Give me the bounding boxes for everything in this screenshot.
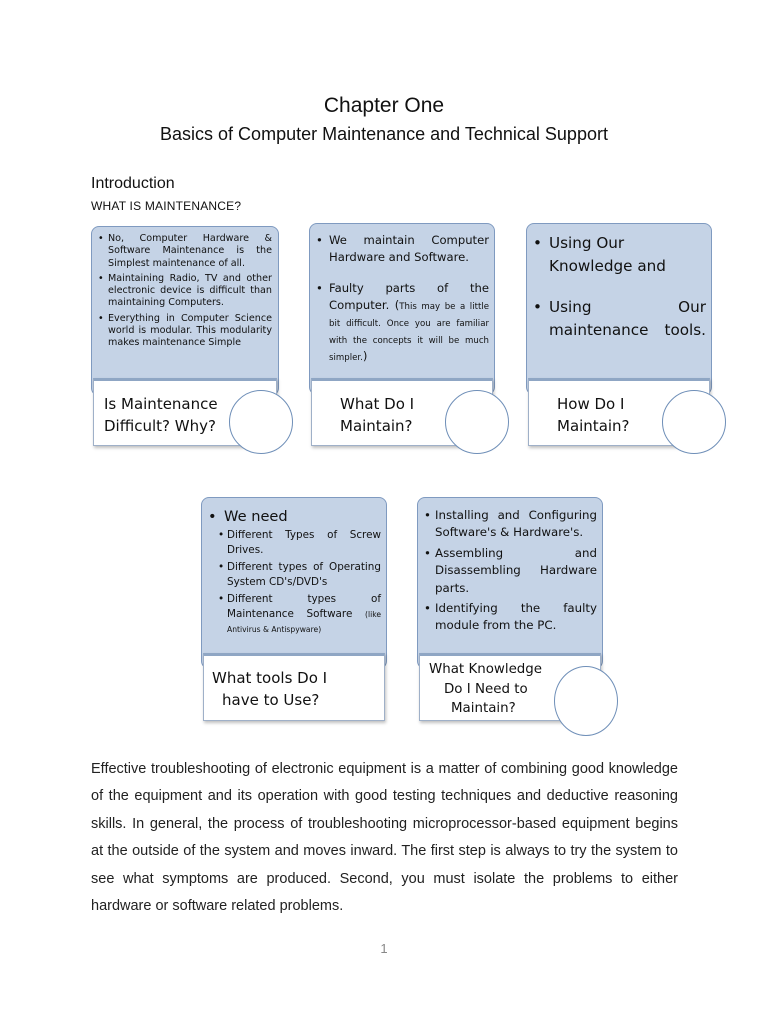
card4-sub3-text: Different types of Maintenance Software <box>227 593 381 620</box>
card2-bullet1-text: We maintain Computer Hardware and Softwa… <box>329 233 489 264</box>
card-what-to-maintain: We maintain Computer Hardware and Softwa… <box>309 223 495 395</box>
card4-label-line1: What tools Do I <box>212 669 328 687</box>
card-maintenance-difficulty: No, Computer Hardware & Software Mainten… <box>91 226 279 396</box>
card5-label-line1: What Knowledge <box>429 662 543 677</box>
card3-bullet-list: Using Our Knowledge and Using Our mainte… <box>533 232 706 342</box>
card2-bullet-list: We maintain Computer Hardware and Softwa… <box>316 232 489 365</box>
card1-circle <box>229 390 293 454</box>
chapter-title: Chapter One <box>323 94 445 117</box>
card1-bullet: No, Computer Hardware & Software Mainten… <box>98 233 272 270</box>
card4-bullet: We need <box>208 506 381 528</box>
chapter-subtitle: Basics of Computer Maintenance and Techn… <box>160 124 608 144</box>
card5-bullet: Installing and Configuring Software's & … <box>424 507 597 542</box>
body-paragraph: Effective troubleshooting of electronic … <box>91 761 678 915</box>
card2-label-line1: What Do I <box>340 395 415 413</box>
card-knowledge-needed: Installing and Configuring Software's & … <box>417 497 603 669</box>
card2-label-line2: Maintain? <box>340 417 413 435</box>
card5-bullet: Identifying the faulty module from the P… <box>424 600 597 635</box>
page-number: 1 <box>380 941 388 956</box>
card1-bullet: Everything in Computer Science world is … <box>98 313 272 350</box>
card4-label: What tools Do I have to Use? <box>203 653 385 721</box>
card4-bullet-list: We need <box>208 506 381 528</box>
card4-sub-bullet: Different types of Maintenance Software … <box>218 592 381 638</box>
card5-bullet: Assembling and Disassembling Hardware pa… <box>424 545 597 597</box>
card1-label-line1: Is Maintenance <box>104 395 218 413</box>
card5-label-line3: Maintain? <box>451 701 516 716</box>
card4-sub-list: Different Types of Screw Drives. Differe… <box>218 528 381 638</box>
card1-bullet-list: No, Computer Hardware & Software Mainten… <box>98 233 272 350</box>
card5-bullet-list: Installing and Configuring Software's & … <box>424 507 597 635</box>
card3-label-line2: Maintain? <box>557 417 630 435</box>
card2-circle <box>445 390 509 454</box>
card1-label-line2: Difficult? Why? <box>104 417 216 435</box>
card4-bullet-text: We need <box>224 508 288 525</box>
card2-bullet: We maintain Computer Hardware and Softwa… <box>316 232 489 266</box>
card2-bullet2-text: Faulty parts of the Computer. ( <box>329 281 489 312</box>
section-heading: Introduction <box>91 175 175 192</box>
card3-bullet: Using Our Knowledge and <box>533 232 706 278</box>
card3-bullet: Using Our maintenance tools. <box>533 296 706 342</box>
card2-bullet2-note: This may be a little bit difficult. Once… <box>329 302 489 363</box>
card2-bullet2-close: ) <box>362 349 368 363</box>
card4-sub3-note: (like Antivirus & Antispyware) <box>227 609 381 635</box>
card-how-to-maintain: Using Our Knowledge and Using Our mainte… <box>526 223 712 395</box>
card2-bullet: Faulty parts of the Computer. (This may … <box>316 280 489 365</box>
card1-bullet: Maintaining Radio, TV and other electron… <box>98 273 272 310</box>
section-subheading: WHAT IS MAINTENANCE? <box>91 199 242 213</box>
card4-label-line2: have to Use? <box>222 691 320 709</box>
card5-label-line2: Do I Need to <box>444 681 528 697</box>
card-tools-needed: We need Different Types of Screw Drives.… <box>201 497 387 669</box>
card4-sub-bullet: Different types of Operating System CD's… <box>218 560 381 589</box>
card3-label-line1: How Do I <box>557 395 625 413</box>
card4-sub-bullet: Different Types of Screw Drives. <box>218 528 381 557</box>
card5-circle <box>554 666 618 736</box>
card3-circle <box>662 390 726 454</box>
